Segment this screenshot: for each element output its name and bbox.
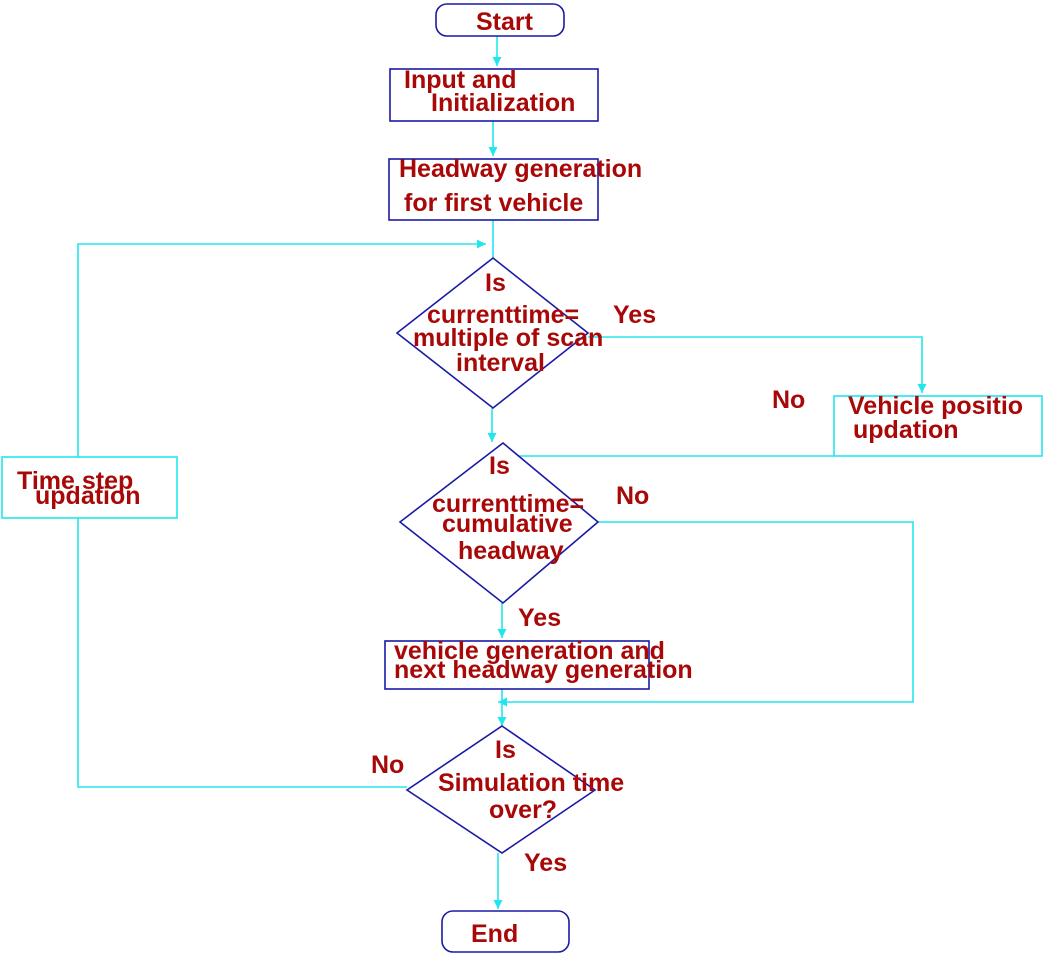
edge-headway-no-bypass bbox=[498, 521, 914, 707]
input-initialization-box bbox=[389, 68, 599, 122]
end-label: End bbox=[471, 920, 518, 948]
headway-decision-label-line3: cumulative bbox=[442, 510, 573, 538]
scan-decision-label-line1: Is bbox=[485, 269, 506, 297]
headway-label-line1: Headway generation bbox=[399, 155, 642, 183]
simulation-time-decision bbox=[405, 725, 597, 854]
scan-no-label: No bbox=[772, 386, 805, 414]
edge-scan-yes-to-vehicle-position bbox=[588, 336, 927, 393]
time-step-updation-box bbox=[1, 456, 178, 519]
sim-yes-label: Yes bbox=[524, 849, 567, 877]
scan-decision-label-line2: currenttime= bbox=[427, 301, 579, 329]
scan-interval-decision bbox=[395, 256, 590, 410]
sim-decision-label-line1: Is bbox=[495, 736, 516, 764]
vehicle-generation-label-line2: next headway generation bbox=[394, 656, 693, 684]
edge-sim-no-to-time-step bbox=[77, 518, 407, 788]
vehicle-generation-box bbox=[384, 640, 650, 690]
scan-decision-label-line3: multiple of scan bbox=[413, 324, 603, 352]
cumulative-headway-decision bbox=[398, 441, 600, 605]
time-step-label-line1: Time step bbox=[17, 467, 133, 495]
input-label-line2: Initialization bbox=[431, 89, 575, 117]
headway-no-label: No bbox=[616, 482, 649, 510]
time-step-label-line2: updation bbox=[35, 482, 141, 510]
end-terminal bbox=[441, 910, 570, 953]
sim-decision-label-line2: Simulation time bbox=[438, 769, 624, 797]
input-label-line1: Input and bbox=[404, 66, 516, 94]
headway-generation-box bbox=[388, 158, 599, 221]
vehicle-position-updation-box bbox=[833, 395, 1043, 457]
scan-yes-label: Yes bbox=[613, 301, 656, 329]
vehicle-generation-label-line1: vehicle generation and bbox=[394, 637, 665, 665]
scan-decision-label-line4: interval bbox=[456, 349, 545, 377]
headway-label-line2: for first vehicle bbox=[404, 189, 583, 217]
start-terminal bbox=[435, 3, 565, 37]
headway-decision-label-line1: Is bbox=[489, 452, 510, 480]
start-label: Start bbox=[476, 8, 534, 36]
headway-decision-label-line4: headway bbox=[458, 537, 564, 565]
headway-decision-label-line2: currenttime= bbox=[432, 490, 584, 518]
vehicle-position-label-line2: updation bbox=[853, 416, 959, 444]
sim-no-label: No bbox=[371, 751, 404, 779]
headway-yes-label: Yes bbox=[518, 604, 561, 632]
sim-decision-label-line3: over? bbox=[489, 796, 557, 824]
vehicle-position-label-line1: Vehicle positio bbox=[848, 392, 1023, 420]
edge-time-step-loop-back bbox=[77, 239, 486, 457]
